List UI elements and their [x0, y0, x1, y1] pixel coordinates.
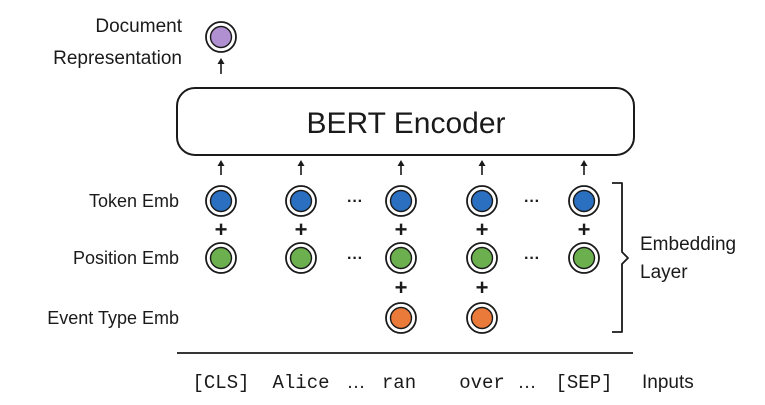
- embedding-layer-brace: [612, 182, 629, 333]
- position-emb-label: Position Emb: [73, 248, 179, 268]
- position-ellipsis: ···: [347, 250, 363, 267]
- document-circle: [205, 21, 237, 53]
- position-emb-circle: [385, 242, 417, 274]
- document-label-line2: Representation: [53, 48, 182, 69]
- token-column: ··· ··· …: [518, 193, 540, 393]
- token-ellipsis: ···: [524, 193, 540, 210]
- token-column: + Alice: [272, 160, 330, 394]
- token-position-plus: +: [395, 217, 408, 242]
- token-columns: + [CLS] + Alice ··· ··· … + + ran + + over ··· ··· … + [S…: [192, 160, 613, 394]
- encoder-input-arrow: [217, 160, 225, 175]
- token-ellipsis: ···: [347, 193, 363, 210]
- document-arrow: [217, 58, 225, 74]
- token-emb-circle: [568, 185, 600, 217]
- input-token: [SEP]: [555, 372, 612, 394]
- position-emb-circle: [205, 242, 237, 274]
- token-column: + [CLS]: [192, 160, 250, 394]
- event-type-emb-circle: [466, 302, 498, 334]
- input-token: Alice: [272, 372, 329, 394]
- token-emb-circle: [205, 185, 237, 217]
- encoder-input-arrow: [297, 160, 305, 175]
- input-token: over: [459, 372, 505, 394]
- position-event-plus: +: [395, 275, 408, 300]
- token-emb-circle: [285, 185, 317, 217]
- input-ellipsis: …: [347, 372, 366, 393]
- document-representation-node: [205, 21, 237, 53]
- position-emb-circle: [568, 242, 600, 274]
- input-token: [CLS]: [192, 372, 249, 394]
- token-column: + + ran: [382, 160, 417, 394]
- position-ellipsis: ···: [524, 250, 540, 267]
- token-position-plus: +: [215, 217, 228, 242]
- doc-up-arrow: [217, 58, 225, 74]
- token-emb-circle: [385, 185, 417, 217]
- token-column: + [SEP]: [555, 160, 613, 394]
- event-type-emb-circle: [385, 302, 417, 334]
- input-token: ran: [382, 372, 416, 394]
- encoder-input-arrow: [397, 160, 405, 175]
- embedding-layer-label-line2: Layer: [640, 262, 688, 283]
- token-position-plus: +: [295, 217, 308, 242]
- position-emb-circle: [285, 242, 317, 274]
- token-column: ··· ··· …: [347, 193, 366, 393]
- input-ellipsis: …: [518, 372, 537, 393]
- event-type-emb-label: Event Type Emb: [47, 308, 179, 328]
- inputs-label: Inputs: [642, 372, 694, 393]
- document-label-line1: Document: [95, 16, 182, 37]
- token-position-plus: +: [578, 217, 591, 242]
- embedding-layer-label-line1: Embedding: [640, 234, 736, 255]
- encoder-input-arrow: [580, 160, 588, 175]
- token-column: + + over: [459, 160, 505, 394]
- bert-encoder-box: [176, 87, 635, 156]
- token-emb-circle: [466, 185, 498, 217]
- token-emb-label: Token Emb: [89, 191, 179, 211]
- bert-encoder-label: BERT Encoder: [307, 107, 506, 140]
- encoder-input-arrow: [478, 160, 486, 175]
- token-position-plus: +: [476, 217, 489, 242]
- position-emb-circle: [466, 242, 498, 274]
- position-event-plus: +: [476, 275, 489, 300]
